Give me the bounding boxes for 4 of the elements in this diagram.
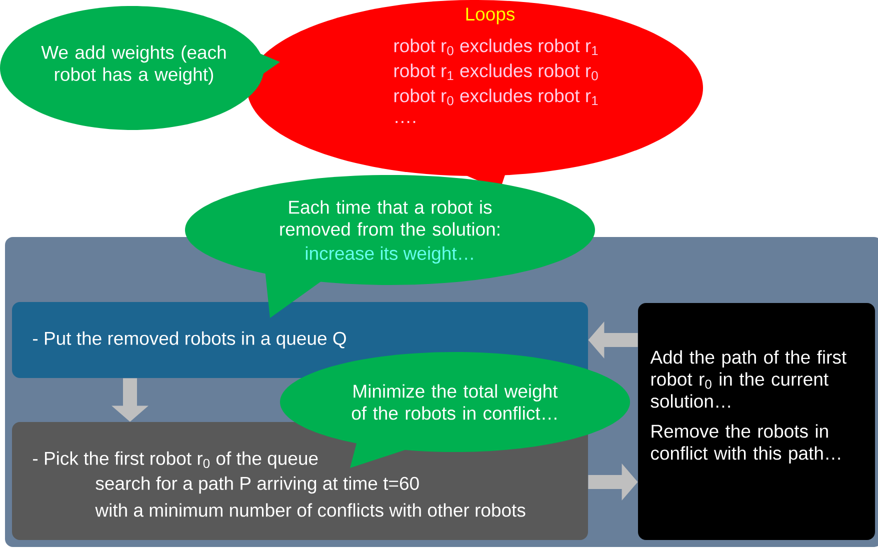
speech-bubble: Each time that a robot is removed from the solution: increase its weight…	[185, 175, 595, 318]
process-box: Add the path of the first robot r$_{0}$ in the current solution… Remove the robots in conflict with this path…	[638, 303, 875, 540]
speech-bubble: Loops robot r$_{0}$ excludes robot r$_{1}$ robot r$_{1}$ excludes robot r$_{0}$ robot r$_{0}$ excludes robot r$_{1}$ ….	[247, 0, 703, 190]
speech-bubble: We add weights (each robot has a weight)	[0, 6, 280, 130]
